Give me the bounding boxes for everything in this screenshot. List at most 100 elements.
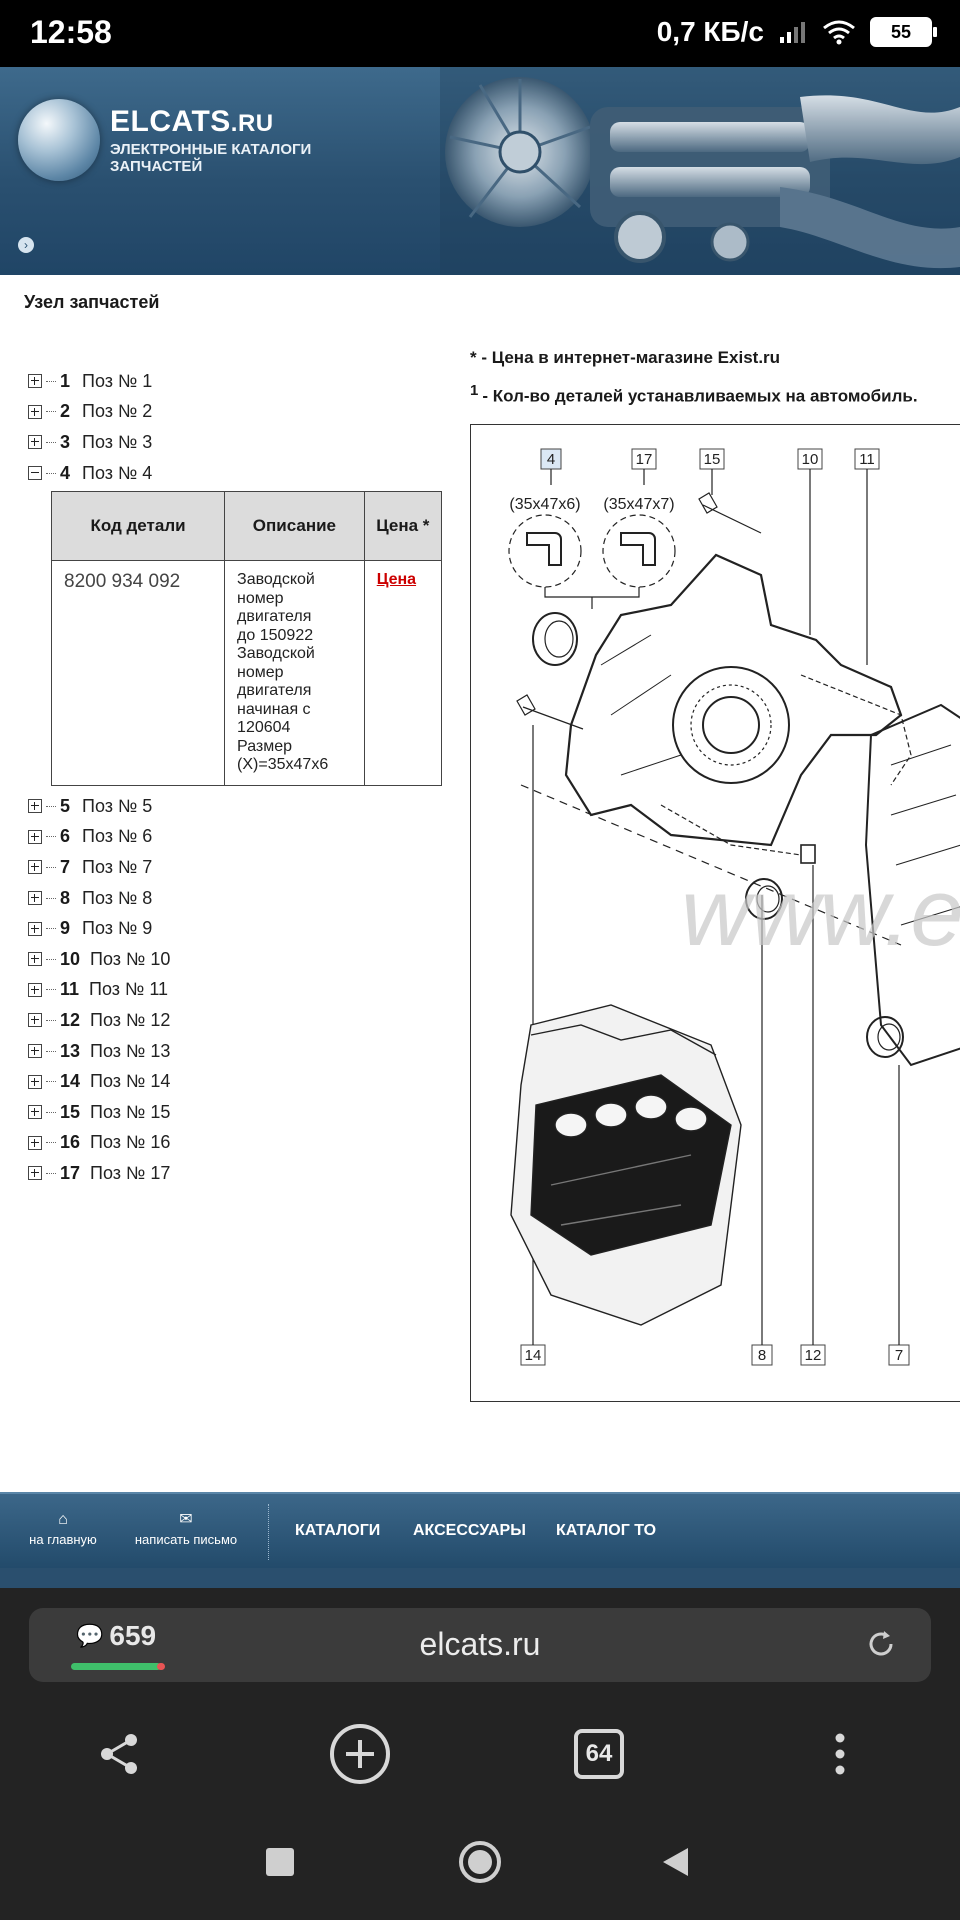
tree-item-label[interactable]: Поз № 16 bbox=[90, 1132, 171, 1153]
tree-connector bbox=[46, 472, 56, 474]
callout-17[interactable]: 17 bbox=[636, 451, 653, 468]
signal-icon bbox=[780, 22, 805, 43]
battery-level: 55 bbox=[890, 21, 912, 42]
description-line: Заводской bbox=[237, 645, 315, 662]
callout-7[interactable]: 7 bbox=[895, 1347, 903, 1364]
tree-item-label[interactable]: Поз № 5 bbox=[82, 795, 153, 816]
write-letter-link[interactable]: ✉ написать письмо bbox=[124, 1512, 248, 1548]
expand-icon[interactable] bbox=[28, 404, 42, 419]
expand-icon[interactable] bbox=[28, 374, 42, 389]
url-text[interactable]: elcats.ru bbox=[419, 1626, 541, 1662]
expand-icon[interactable] bbox=[28, 799, 42, 814]
new-tab-button[interactable] bbox=[328, 1722, 392, 1786]
tree-item-label[interactable]: Поз № 14 bbox=[90, 1071, 171, 1092]
expand-icon[interactable] bbox=[28, 829, 42, 844]
network-speed: 0,7 КБ/с bbox=[656, 16, 764, 47]
part-code[interactable]: 8200 934 092 bbox=[64, 571, 181, 592]
tree-item-number: 4 bbox=[60, 462, 71, 483]
nav-accessories[interactable]: АКСЕССУАРЫ bbox=[413, 1522, 526, 1539]
tree-item-label[interactable]: Поз № 6 bbox=[82, 826, 153, 847]
tree-item-label[interactable]: Поз № 15 bbox=[90, 1101, 171, 1122]
callout-10[interactable]: 10 bbox=[802, 451, 819, 468]
callout-8[interactable]: 8 bbox=[758, 1347, 766, 1364]
tree-item-pos-4[interactable]: 4 Поз № 4 bbox=[28, 458, 448, 489]
arrow-circle-icon[interactable]: › bbox=[18, 237, 34, 253]
expand-icon[interactable] bbox=[28, 1013, 42, 1028]
tree-item-label[interactable]: Поз № 11 bbox=[89, 979, 169, 1000]
address-bar[interactable]: 💬 659 elcats.ru bbox=[29, 1608, 931, 1682]
tree-item-label[interactable]: Поз № 13 bbox=[90, 1040, 171, 1061]
callout-15[interactable]: 15 bbox=[704, 451, 721, 468]
part-details-table: Код детали Описание Цена * 8200 934 092 … bbox=[50, 491, 443, 786]
home-link[interactable]: ⌂ на главную bbox=[22, 1511, 104, 1548]
parts-diagram[interactable]: 4 17 15 10 11 (35x47x6) (35x47x7) 14 8 1… bbox=[470, 424, 960, 1402]
home-icon: ⌂ bbox=[58, 1511, 68, 1528]
description-line: 120604 bbox=[237, 719, 291, 736]
comment-bubble-icon: 💬 bbox=[76, 1623, 104, 1648]
expand-icon[interactable] bbox=[28, 982, 42, 997]
expand-icon[interactable] bbox=[28, 891, 42, 906]
nav-maintenance-catalog[interactable]: КАТАЛОГ ТО bbox=[556, 1522, 657, 1539]
reload-icon[interactable] bbox=[865, 1628, 897, 1660]
tree-connector bbox=[46, 1142, 56, 1144]
back-button[interactable] bbox=[646, 1832, 706, 1892]
callout-14[interactable]: 14 bbox=[525, 1347, 542, 1364]
expand-icon[interactable] bbox=[28, 921, 42, 936]
tree-item-label[interactable]: Поз № 17 bbox=[90, 1162, 171, 1183]
tree-item-label[interactable]: Поз № 4 bbox=[82, 462, 153, 483]
tree-connector bbox=[46, 1050, 56, 1052]
callout-11[interactable]: 11 bbox=[859, 451, 875, 468]
tree-item-label[interactable]: Поз № 7 bbox=[82, 856, 153, 877]
tree-item-number: 11 bbox=[60, 979, 80, 1000]
tree-item-number: 5 bbox=[60, 795, 71, 816]
tree-item-label[interactable]: Поз № 9 bbox=[82, 918, 153, 939]
expand-icon[interactable] bbox=[28, 1135, 42, 1150]
expand-icon[interactable] bbox=[28, 860, 42, 875]
status-indicators: 0,7 КБ/с 55 bbox=[656, 16, 937, 48]
tree-item-label[interactable]: Поз № 10 bbox=[90, 948, 171, 969]
share-button[interactable] bbox=[87, 1722, 151, 1786]
comments-counter[interactable]: 💬 659 bbox=[76, 1620, 156, 1652]
expand-icon[interactable] bbox=[28, 1105, 42, 1120]
tree-item-pos-11[interactable]: 11 Поз № 11 bbox=[28, 975, 448, 1006]
tree-item-label[interactable]: Поз № 1 bbox=[82, 370, 153, 391]
tree-item-label[interactable]: Поз № 3 bbox=[82, 431, 153, 452]
callout-12[interactable]: 12 bbox=[805, 1347, 822, 1364]
menu-button[interactable] bbox=[808, 1722, 872, 1786]
part-code-cell[interactable]: 8200 934 092 bbox=[50, 560, 226, 786]
expand-icon[interactable] bbox=[28, 952, 42, 967]
globe-logo-icon[interactable] bbox=[18, 99, 100, 181]
tree-item-pos-5[interactable]: 5 Поз № 5 bbox=[28, 791, 448, 822]
expand-icon[interactable] bbox=[28, 435, 42, 450]
nav-catalogs[interactable]: КАТАЛОГИ bbox=[295, 1522, 381, 1539]
brand-logo[interactable]: ELCATS.RU ЭЛЕКТРОННЫЕ КАТАЛОГИ ЗАПЧАСТЕЙ bbox=[110, 105, 311, 175]
expand-icon[interactable] bbox=[28, 1074, 42, 1089]
tabs-button[interactable]: 64 bbox=[567, 1722, 631, 1786]
price-link[interactable]: Цена bbox=[376, 571, 417, 588]
description-line: начиная с bbox=[237, 700, 311, 718]
tree-item-label[interactable]: Поз № 12 bbox=[90, 1009, 171, 1030]
tree-item-label[interactable]: Поз № 2 bbox=[82, 401, 153, 422]
home-nav-button[interactable] bbox=[450, 1832, 510, 1892]
callout-4[interactable]: 4 bbox=[547, 451, 555, 468]
collapse-icon[interactable] bbox=[28, 466, 42, 481]
tree-connector bbox=[46, 866, 56, 868]
expand-icon[interactable] bbox=[28, 1166, 42, 1181]
recent-apps-button[interactable] bbox=[250, 1832, 310, 1892]
tree-item-label[interactable]: Поз № 8 bbox=[82, 887, 153, 908]
expand-icon[interactable] bbox=[28, 1044, 42, 1059]
